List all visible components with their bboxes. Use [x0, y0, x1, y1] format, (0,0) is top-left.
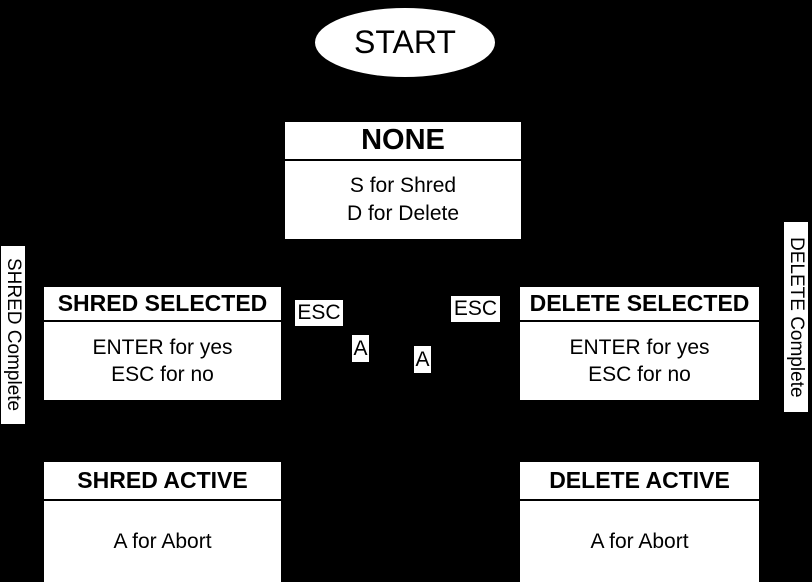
- state-delete-selected-title: DELETE SELECTED: [520, 287, 759, 322]
- state-shred-selected-line1: ENTER for yes: [92, 336, 233, 359]
- state-delete-selected: DELETE SELECTED ENTER for yes ESC for no: [520, 287, 759, 400]
- transition-label-esc-right: ESC: [451, 296, 500, 322]
- start-node: START: [315, 8, 495, 77]
- state-shred-active-line1: A for Abort: [113, 530, 212, 553]
- transition-label-abort-right: A: [414, 346, 431, 373]
- state-none-body: S for Shred D for Delete: [285, 161, 521, 239]
- transition-label-shred-complete: SHRED Complete: [1, 246, 25, 424]
- state-shred-active: SHRED ACTIVE A for Abort: [44, 462, 281, 582]
- state-delete-selected-line1: ENTER for yes: [569, 336, 710, 359]
- state-delete-active: DELETE ACTIVE A for Abort: [520, 462, 759, 582]
- state-shred-selected-body: ENTER for yes ESC for no: [44, 322, 281, 400]
- transition-label-esc-left: ESC: [295, 300, 343, 326]
- transition-label-abort-left: A: [352, 335, 369, 362]
- state-delete-active-line1: A for Abort: [590, 530, 689, 553]
- state-none: NONE S for Shred D for Delete: [285, 122, 521, 239]
- state-delete-selected-body: ENTER for yes ESC for no: [520, 322, 759, 400]
- transition-label-delete-complete: DELETE Complete: [784, 222, 808, 412]
- state-shred-selected-title: SHRED SELECTED: [44, 287, 281, 322]
- state-none-title: NONE: [285, 122, 521, 161]
- state-shred-selected-line2: ESC for no: [111, 363, 214, 386]
- state-delete-active-body: A for Abort: [520, 501, 759, 582]
- state-none-line2: D for Delete: [346, 202, 460, 225]
- state-delete-selected-line2: ESC for no: [588, 363, 691, 386]
- state-shred-active-title: SHRED ACTIVE: [44, 462, 281, 501]
- state-shred-selected: SHRED SELECTED ENTER for yes ESC for no: [44, 287, 281, 400]
- state-shred-active-body: A for Abort: [44, 501, 281, 582]
- state-none-line1: S for Shred: [349, 174, 457, 197]
- start-node-label: START: [354, 24, 456, 60]
- state-delete-active-title: DELETE ACTIVE: [520, 462, 759, 501]
